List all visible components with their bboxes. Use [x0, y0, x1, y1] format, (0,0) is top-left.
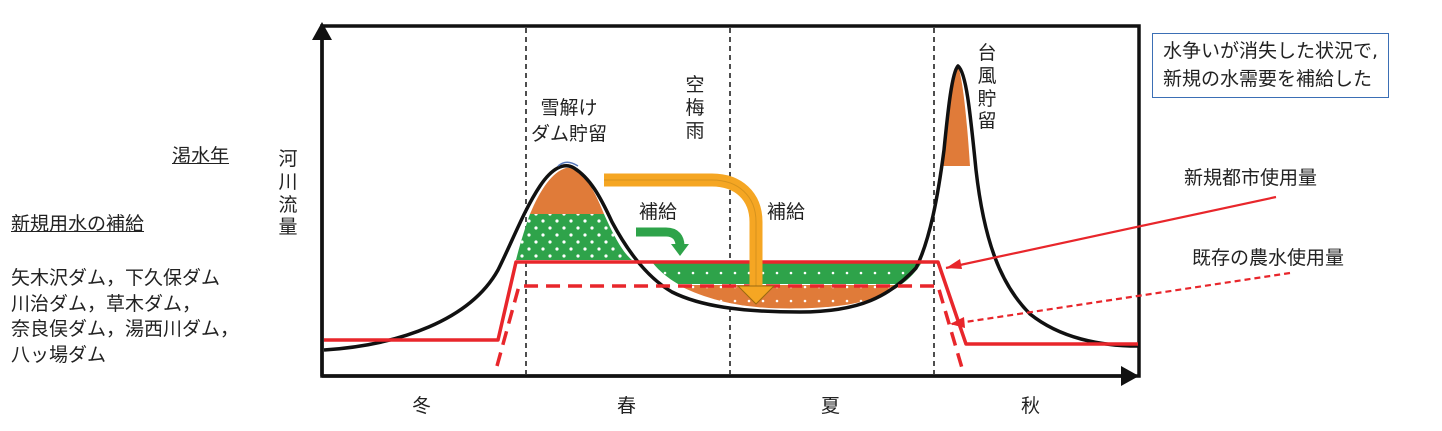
supply-arrow-green	[636, 227, 685, 247]
dam-line: 矢木沢ダム，下久保ダム	[11, 267, 221, 289]
note-box: 水争いが消失した状況で, 新規の水需要を補給した	[1152, 33, 1390, 99]
note-line: 水争いが消失した状況で,	[1163, 40, 1379, 62]
pointer-new-urban	[945, 195, 1277, 270]
supply-label-2: 補給	[767, 201, 806, 223]
dam-line: 八ッ場ダム	[11, 343, 107, 366]
note-line: 新規の水需要を補給した	[1163, 67, 1373, 90]
season-winter: 冬	[412, 395, 432, 417]
season-spring: 春	[617, 395, 637, 417]
x-axis-arrowhead	[1121, 366, 1139, 386]
drought-year-label: 渇水年	[172, 145, 230, 167]
season-autumn: 秋	[1021, 395, 1041, 417]
river-flow-curve	[323, 64, 1139, 352]
typhoon-storage-label: 台 風 貯 留	[977, 42, 997, 133]
supply-arrow-orange-head	[736, 285, 776, 305]
snow-storage-area	[530, 167, 604, 214]
pointer-existing-agri	[951, 271, 1291, 326]
typhoon-storage-area	[942, 66, 970, 166]
dam-list: 矢木沢ダム，下久保ダム 川治ダム，草木ダム， 奈良俣ダム，湯西川ダム， 八ッ場ダ…	[11, 266, 239, 369]
new-urban-usage-line	[324, 260, 1138, 346]
new-urban-label: 新規都市使用量	[1184, 167, 1318, 189]
y-axis-arrowhead	[312, 22, 332, 40]
y-axis-label: 河 川 流 量	[278, 148, 298, 239]
season-summer: 夏	[821, 395, 841, 417]
snow-storage-label: 雪解け ダム貯留	[530, 97, 607, 145]
existing-agri-usage-line	[495, 284, 964, 369]
dam-line: 川治ダム，草木ダム，	[11, 292, 202, 315]
supply-arrow-orange	[604, 173, 763, 288]
supply-arrow-green-head	[671, 244, 689, 256]
dam-line: 奈良俣ダム，湯西川ダム，	[11, 318, 240, 341]
existing-agri-label: 既存の農水使用量	[1192, 247, 1345, 269]
supply-heading: 新規用水の補給	[11, 213, 145, 235]
supply-label-1: 補給	[639, 201, 678, 223]
tsuyu-label: 空 梅 雨	[685, 74, 705, 142]
